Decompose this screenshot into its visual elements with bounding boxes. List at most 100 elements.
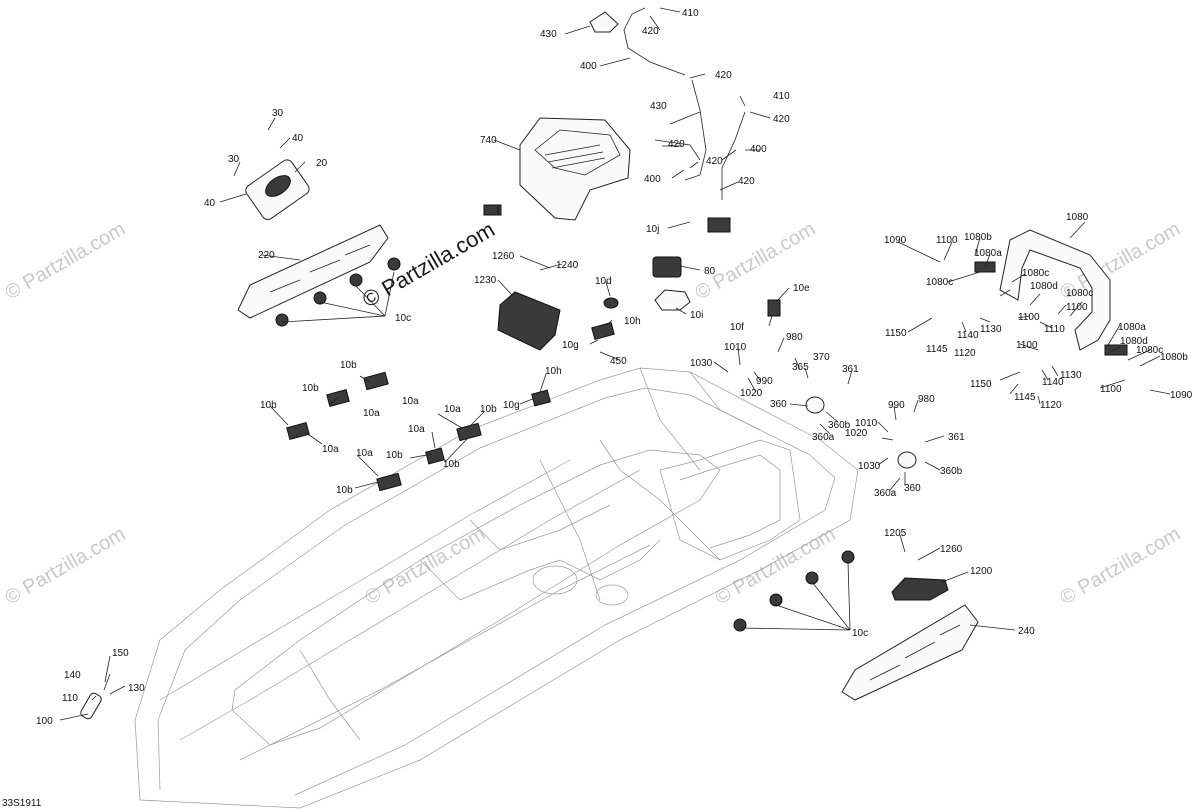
callout-label: 10b [340,360,357,371]
storage-bin-part [519,117,631,221]
rear-pad-part [891,577,949,601]
callout-label: 1090 [1170,390,1193,401]
callout-label: 361 [842,364,859,375]
callout-label: 1080d [1120,336,1148,347]
callout-label: 10a [363,408,380,419]
callout-label: 1145 [1014,392,1036,403]
callout-label: 1080d [1030,281,1058,292]
callout-label: 360a [874,488,897,499]
callout-label: 10g [503,400,520,411]
callout-label: 10c [395,313,411,324]
callout-label: 30 [228,154,240,165]
callout-label: 1080b [964,232,992,243]
callout-label: 220 [258,250,275,261]
callout-label: 10i [690,310,703,321]
callout-label: 10e [793,283,810,294]
module-box-part [652,256,682,278]
callout-label: 420 [706,156,723,167]
callout-label: 365 [792,362,809,373]
callout-label: 1260 [492,251,515,262]
callout-label: 360b [828,420,851,431]
watermark-text: © Partzilla.com [2,218,130,304]
callout-label: 1260 [940,544,963,555]
callout-label: 1200 [970,566,993,577]
callout-label: 40 [204,198,216,209]
callout-label: 10g [562,340,579,351]
watermark-text: © Partzilla.com [2,523,130,609]
left-rail-part [237,224,389,319]
callout-label: 1080c [1136,345,1163,356]
callout-label: 1010 [724,342,747,353]
callout-label: 1240 [556,260,579,271]
callout-label: 400 [644,174,661,185]
callout-label: 40 [292,133,304,144]
callout-label: 30 [272,108,284,119]
callout-labels: 430 420 410 400 420 410 420 430 420 400 … [36,8,1193,727]
callout-label: 10b [386,450,403,461]
callout-label: 990 [756,376,773,387]
callout-label: 1080a [974,248,1002,259]
callout-label: 1100 [1100,384,1122,395]
callout-label: 10a [408,424,425,435]
watermark-text: © Partzilla.com [1057,523,1185,609]
watermark-text: © Partzilla.com [362,523,490,609]
callout-label: 1110 [1044,324,1065,335]
callout-label: 1020 [740,388,763,399]
callout-label: 130 [128,683,145,694]
callout-label: 370 [813,352,830,363]
callout-label: 1145 [926,344,948,355]
handle-bar-part [999,229,1111,351]
callout-label: 20 [316,158,328,169]
callout-label: 1080c [1022,268,1049,279]
callout-label: 10b [336,485,353,496]
footrest-pad-part [497,291,561,351]
right-rail-part [841,604,979,701]
callout-label: 360a [812,432,835,443]
callout-label: 1140 [1042,377,1064,388]
callout-label: 1130 [1060,370,1082,381]
callout-label: 1120 [954,348,976,359]
callout-label: 1030 [690,358,713,369]
parts-layer [80,7,1128,720]
callout-label: 10c [852,628,868,639]
callout-label: 1100 [936,235,958,246]
diagram-code: 33S1911 [2,798,42,809]
callout-label: 360 [904,483,921,494]
callout-label: 1010 [855,418,878,429]
callout-label: 10b [302,383,319,394]
leader-lines [59,7,1171,721]
callout-label: 420 [642,26,659,37]
callout-label: 420 [738,176,755,187]
callout-label: 1100 [1066,302,1088,313]
callout-label: 10d [595,276,612,287]
callout-label: 400 [750,144,767,155]
callout-label: 360 [770,399,787,410]
callout-label: 10f [730,322,744,333]
callout-label: 1230 [474,275,497,286]
callout-label: 1020 [845,428,868,439]
callout-label: 1120 [1040,400,1062,411]
callout-label: 360b [940,466,963,477]
callout-label: 10b [260,400,277,411]
callout-label: 110 [62,693,78,704]
callout-label: 10h [545,366,562,377]
callout-label: 1080b [1160,352,1188,363]
callout-label: 1100 [1018,312,1040,323]
callout-label: 10a [444,404,461,415]
callout-label: 420 [668,139,685,150]
callout-label: 410 [773,91,790,102]
callout-label: 1150 [970,379,992,390]
callout-label: 361 [948,432,965,443]
callout-label: 430 [540,29,557,40]
callout-label: 980 [786,332,803,343]
callout-label: 1140 [957,330,979,341]
callout-label: 400 [580,61,597,72]
callout-label: 980 [918,394,935,405]
callout-label: 140 [64,670,81,681]
callout-label: 10a [322,444,339,455]
callout-label: 240 [1018,626,1035,637]
callout-label: 100 [36,716,53,727]
callout-label: 1030 [858,461,881,472]
